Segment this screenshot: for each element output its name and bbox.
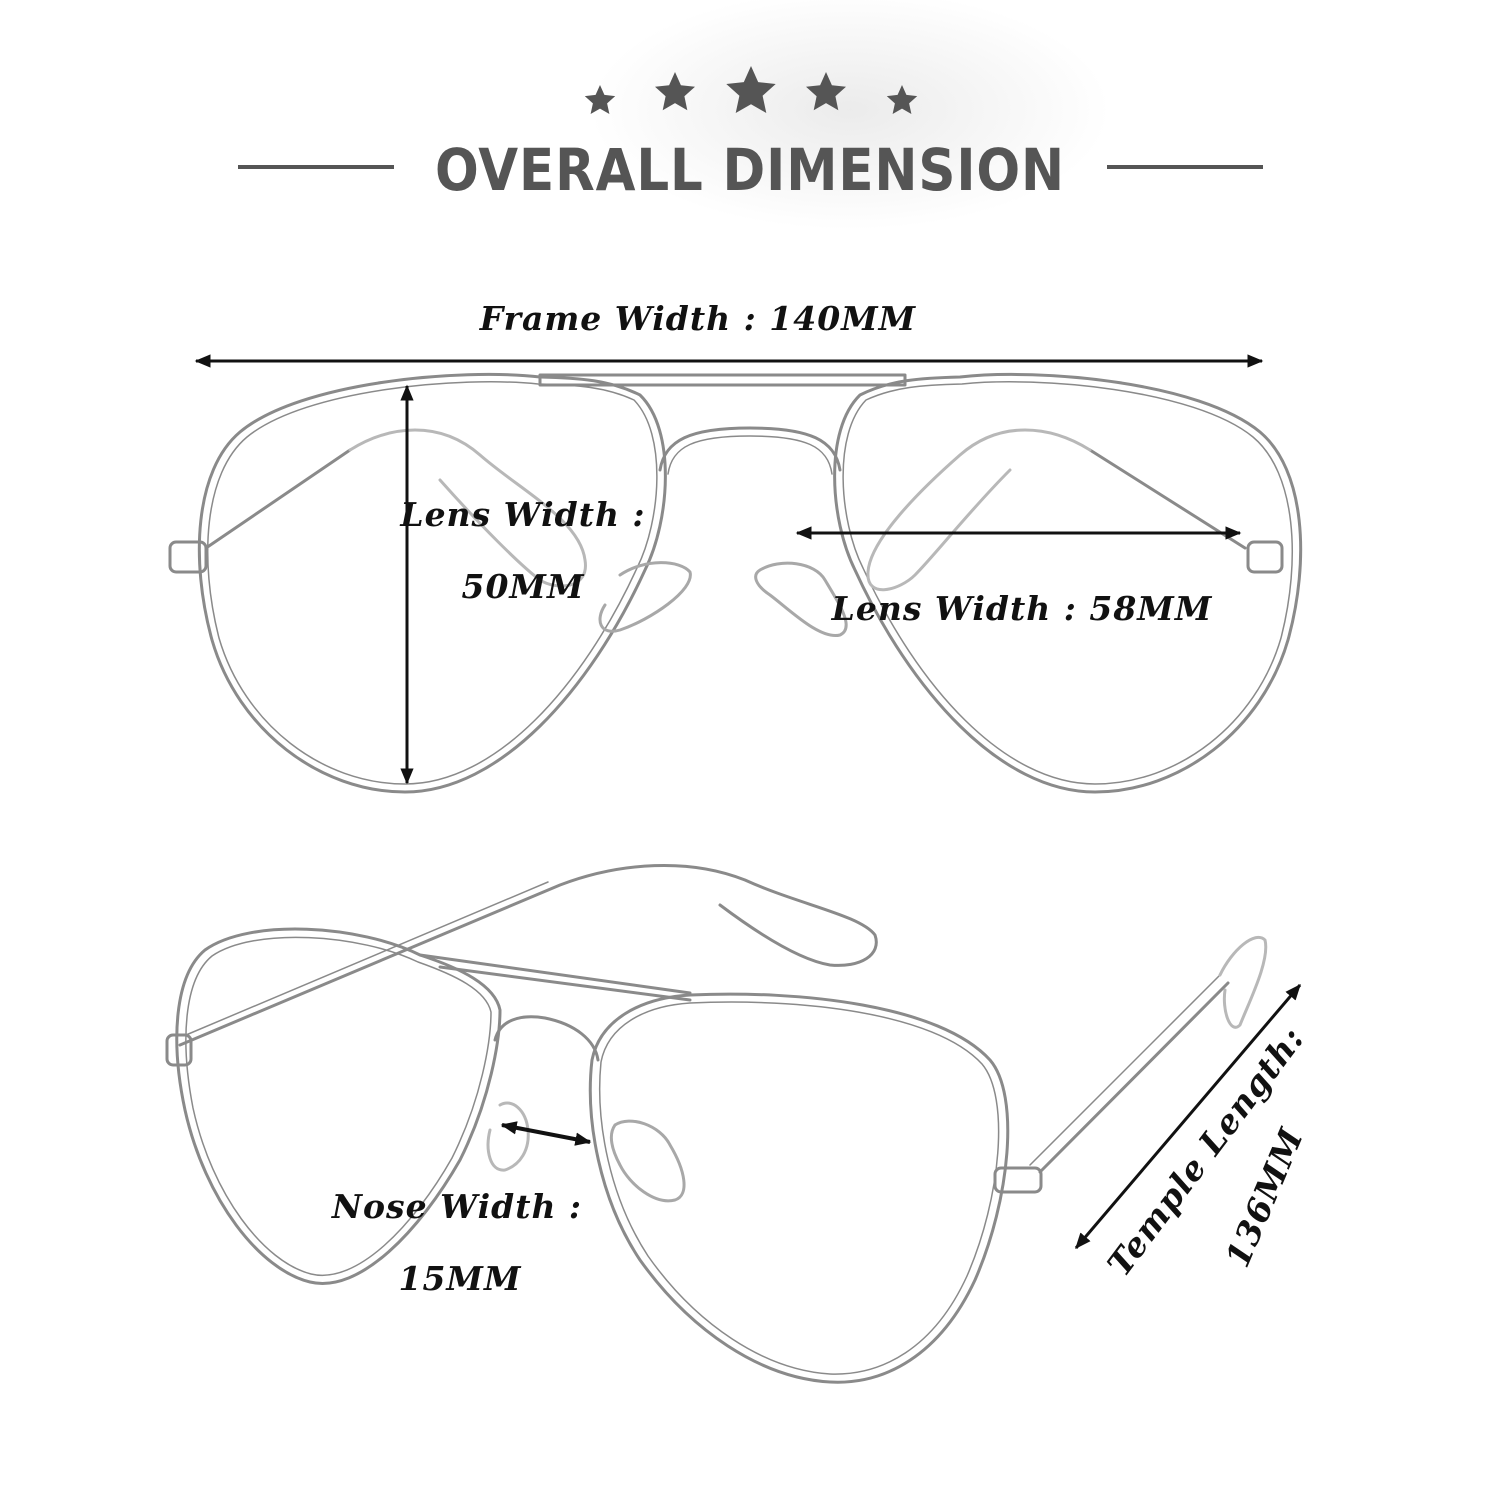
right-lens-inner (842, 381, 1293, 785)
left-temple-tip (348, 428, 587, 588)
rating-stars (584, 66, 918, 114)
front-hinge (993, 1166, 1043, 1194)
back-lens (175, 927, 502, 1285)
left-nose-pad (598, 561, 692, 633)
nose-width-label-line2: 15MM (399, 1259, 522, 1298)
star-icon (584, 85, 616, 114)
back-hinge (165, 1033, 193, 1067)
temple-length-dimension-line (1074, 983, 1302, 1250)
far-temple-inner (185, 881, 549, 1036)
front-view-glasses (168, 372, 1303, 794)
right-nose-pad (754, 561, 848, 637)
star-icon (655, 72, 695, 111)
left-lens (197, 372, 667, 794)
left-lens-inner (207, 381, 658, 785)
nose-bridge-perspective (493, 1015, 600, 1062)
left-hinge (168, 540, 208, 574)
back-lens-inner (185, 936, 492, 1277)
near-nose-pad (609, 1119, 686, 1203)
top-bar-perspective (418, 953, 692, 1002)
star-icon (806, 72, 846, 111)
nose-bridge (658, 426, 842, 472)
right-lens (833, 372, 1303, 794)
right-temple-tip (866, 428, 1092, 592)
nose-bridge-inner (667, 435, 833, 475)
top-bar (538, 373, 907, 387)
nose-width-label-line1: Nose Width : (331, 1187, 582, 1226)
front-lens-inner (598, 1001, 1000, 1375)
far-nose-pad (486, 1101, 530, 1172)
header-background-swoosh (590, 0, 1110, 230)
lens-width-label: Lens Width : 58MM (831, 589, 1213, 628)
star-icon (886, 85, 918, 114)
page-title: OVERALL DIMENSION (435, 136, 1065, 204)
front-lens (588, 992, 1010, 1384)
lens-height-label-line1: Lens Width : (399, 495, 645, 534)
left-temple (204, 448, 352, 550)
star-icon (726, 66, 776, 113)
perspective-view-glasses (165, 863, 1268, 1384)
frame-width-label: Frame Width : 140MM (479, 299, 917, 338)
right-hinge (1246, 540, 1284, 574)
far-temple (178, 863, 878, 1047)
lens-height-label-line2: 50MM (462, 567, 585, 606)
nose-width-dimension-line (500, 1121, 592, 1146)
